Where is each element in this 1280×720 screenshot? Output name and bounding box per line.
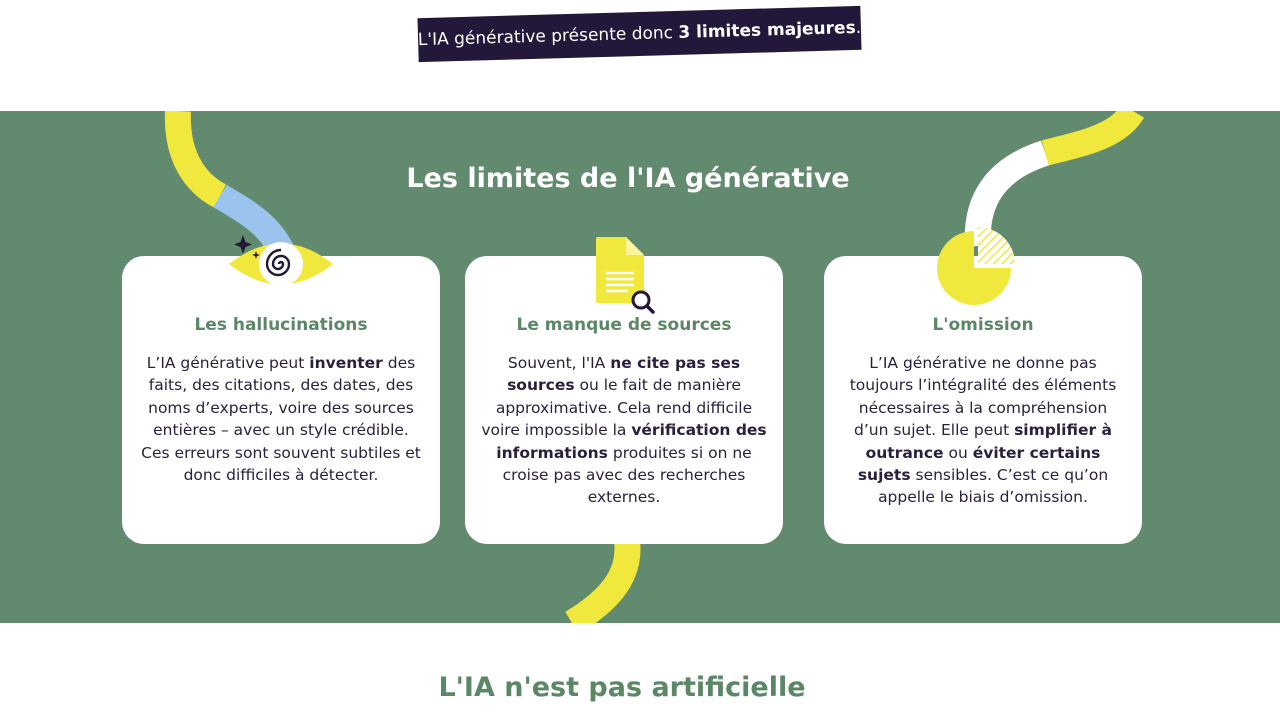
body-text: ou le fait de manière approximative. Cel…: [481, 376, 753, 440]
body-text: L’IA générative peut: [146, 354, 310, 372]
pie-chart-icon: [937, 227, 1015, 305]
bold-text: simplifier à outrance: [865, 421, 1112, 462]
intro-suffix: .: [855, 17, 862, 38]
card-title: Les hallucinations: [194, 315, 368, 335]
card-sources: Le manque de sources Souvent, l'IA ne ci…: [465, 256, 783, 544]
limits-section: Les limites de l'IA générative Les hallu…: [0, 111, 1280, 623]
card-title: L'omission: [932, 315, 1034, 335]
intro-highlight: 3 limites majeures: [678, 17, 856, 43]
bold-text: ne cite pas ses sources: [507, 354, 741, 395]
card-title: Le manque de sources: [516, 315, 732, 335]
body-text: L’IA générative ne donne pas toujours l’…: [849, 354, 1117, 440]
decorative-ribbons: [164, 111, 1145, 623]
body-text: ou: [943, 443, 973, 462]
section-title: Les limites de l'IA générative: [406, 163, 850, 194]
intro-text: L'IA générative présente donc: [417, 22, 679, 51]
body-text: Souvent, l'IA: [507, 354, 611, 372]
eye-spiral-icon: [229, 235, 333, 286]
card-body: L’IA générative ne donne pas toujours l’…: [840, 352, 1126, 509]
body-text: sensibles. C’est ce qu’on appelle le bia…: [878, 466, 1109, 507]
card-body: Souvent, l'IA ne cite pas ses sources ou…: [481, 352, 767, 509]
next-section-title: L'IA n'est pas artificielle: [438, 672, 806, 703]
bold-text: éviter certains sujets: [857, 443, 1101, 485]
body-text: produites si on ne croise pas avec des r…: [502, 443, 752, 507]
card-body: L’IA générative peut inventer des faits,…: [138, 352, 424, 486]
bold-text: inventer: [309, 354, 383, 372]
document-search-icon: [596, 237, 655, 314]
body-text: des faits, des citations, des dates, des…: [141, 354, 421, 485]
bold-text: vérification des informations: [496, 421, 767, 462]
intro-banner: L'IA générative présente donc 3 limites …: [417, 5, 862, 63]
card-hallucinations: Les hallucinations L’IA générative peut …: [122, 256, 440, 544]
card-omission: L'omission L’IA générative ne donne pas …: [824, 256, 1142, 544]
